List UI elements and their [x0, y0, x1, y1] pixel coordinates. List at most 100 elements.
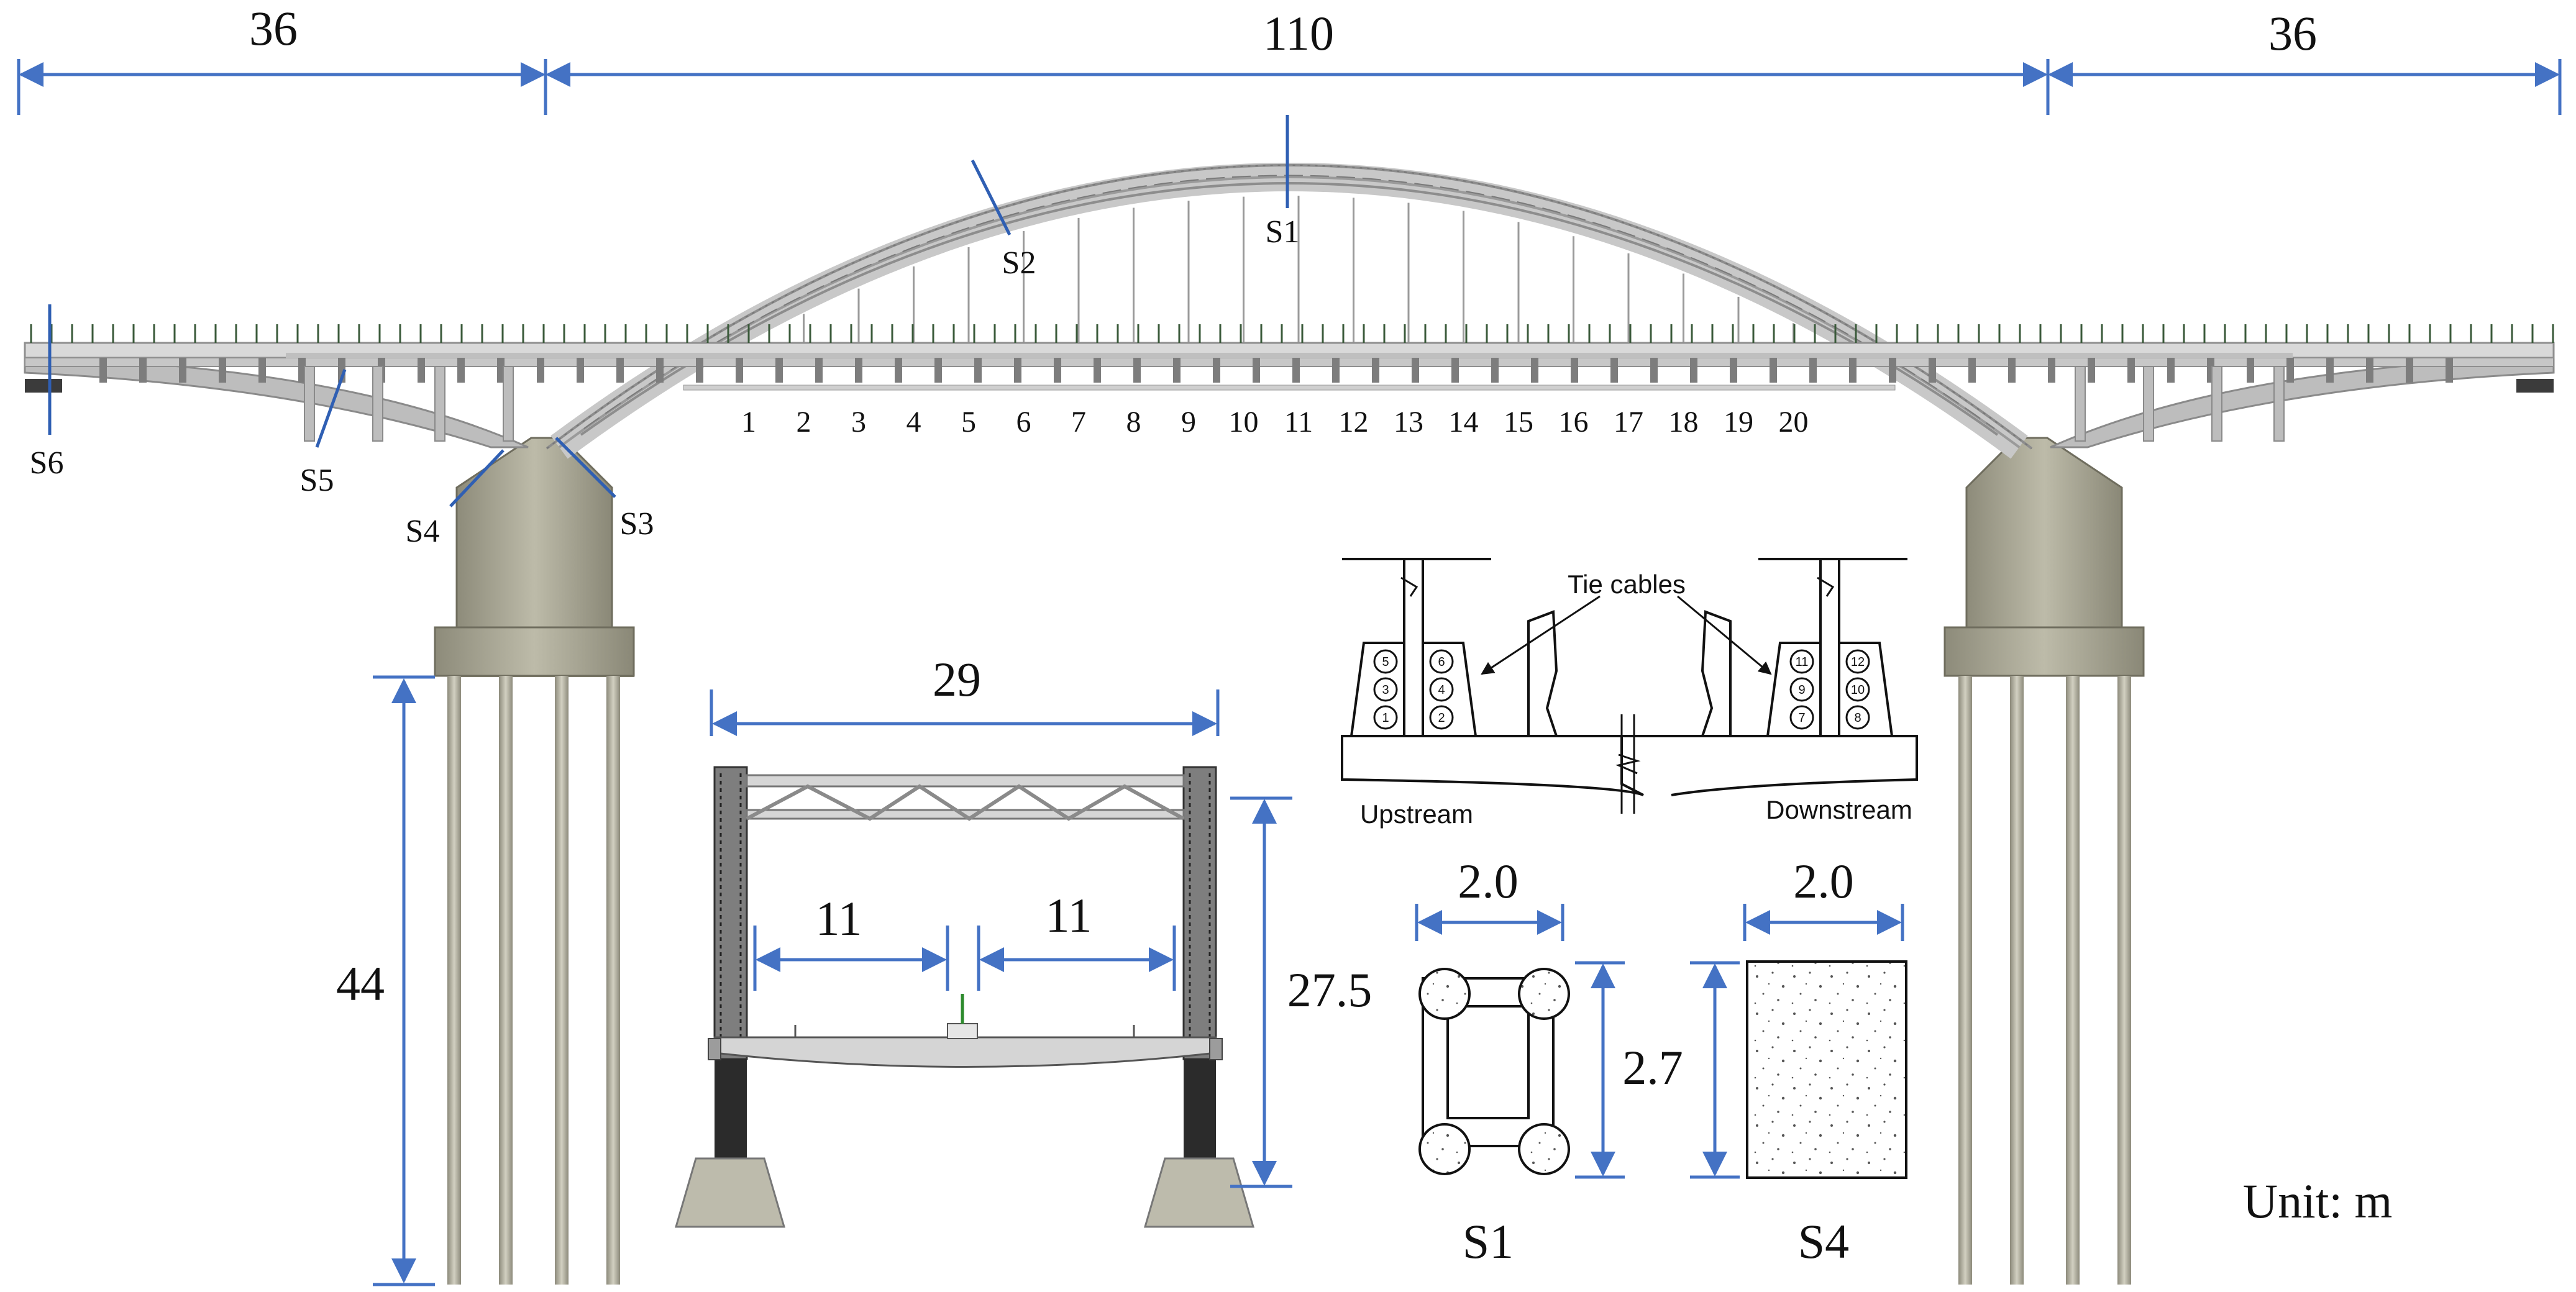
spandrel-column [434, 366, 445, 442]
dim-s1-width: 2.0 [1458, 854, 1519, 908]
dim-s4-width: 2.0 [1793, 854, 1854, 908]
deck-post [139, 358, 147, 383]
hanger-number: 10 [1229, 406, 1259, 439]
hanger-number: 9 [1181, 406, 1196, 439]
side-arches [24, 356, 2555, 448]
cable-number: 8 [1854, 711, 1861, 725]
cable-number: 10 [1851, 683, 1865, 697]
deck-post [895, 358, 902, 383]
spandrel-column [2211, 366, 2222, 442]
deck-post [1292, 358, 1300, 383]
cable-circle [1373, 649, 1398, 674]
cable-circle [1789, 677, 1814, 702]
deck-post [2048, 358, 2055, 383]
hanger-number: 4 [907, 406, 921, 439]
deck-post [1133, 358, 1141, 383]
spandrel-column [2075, 366, 2086, 442]
s4-section-label: S4 [1798, 1214, 1849, 1268]
hanger-number: 17 [1614, 406, 1643, 439]
deck-post [1571, 358, 1578, 383]
cable-circle [1845, 649, 1870, 674]
hanger-number: 15 [1504, 406, 1533, 439]
deck-post [1849, 358, 1857, 383]
deck-post [2088, 358, 2095, 383]
left-pier [434, 437, 635, 1285]
cable-circle [1429, 705, 1454, 730]
cable-number: 4 [1438, 683, 1445, 697]
dim-span-left: 36 [249, 1, 298, 55]
pile-dimension: 44 [336, 675, 435, 1286]
deck-post [1014, 358, 1021, 383]
unit-label: Unit: m [2243, 1174, 2393, 1228]
deck-post [219, 358, 226, 383]
s4-section: 2.0 S4 [1690, 854, 1907, 1268]
cable-circle [1429, 649, 1454, 674]
cable-circle [1789, 649, 1814, 674]
deck-post [1770, 358, 1777, 383]
hanger-number: 7 [1071, 406, 1086, 439]
deck-post [1730, 358, 1737, 383]
dim-s1-height: 2.7 [1622, 1040, 1683, 1094]
label-s3: S3 [620, 506, 654, 542]
hanger-number: 19 [1724, 406, 1753, 439]
label-s1: S1 [1266, 214, 1300, 250]
label-s4: S4 [406, 514, 440, 549]
cable-circle [1789, 705, 1814, 730]
deck-post [1372, 358, 1379, 383]
deck-post [537, 358, 544, 383]
deck-post [2326, 358, 2334, 383]
label-s6: S6 [30, 445, 64, 481]
tie-cables-label: Tie cables [1568, 570, 1686, 599]
deck-post [2446, 358, 2453, 383]
deck-post [1610, 358, 1618, 383]
cable-number: 2 [1438, 711, 1445, 725]
deck-post [1968, 358, 1976, 383]
cable-circle [1845, 677, 1870, 702]
deck-post [1213, 358, 1220, 383]
deck-post [1332, 358, 1340, 383]
deck-post [99, 358, 107, 383]
deck-post [1531, 358, 1538, 383]
deck-post [2008, 358, 2016, 383]
deck-post [1929, 358, 1936, 383]
deck-post [258, 358, 266, 383]
deck-post [1650, 358, 1658, 383]
cable-circle [1429, 677, 1454, 702]
hanger-number: 20 [1779, 406, 1809, 439]
cable-number: 11 [1796, 655, 1809, 669]
spandrel-column [372, 366, 383, 442]
deck-post [1094, 358, 1101, 383]
downstream-label: Downstream [1766, 795, 1912, 824]
spandrel-column [2273, 366, 2285, 442]
deck-post [1451, 358, 1459, 383]
cable-circle [1845, 705, 1870, 730]
s1-section-label: S1 [1463, 1214, 1514, 1268]
deck-post [855, 358, 862, 383]
deck-post [2366, 358, 2373, 383]
hanger-number: 1 [741, 406, 756, 439]
deck-post [1173, 358, 1181, 383]
dim-pile-height: 44 [336, 957, 385, 1011]
deck-post [1690, 358, 1697, 383]
main-arch [546, 163, 2033, 459]
cable-number: 5 [1382, 655, 1389, 669]
deck-post [775, 358, 783, 383]
dim-lane-right: 11 [1045, 888, 1092, 942]
deck-post [2167, 358, 2175, 383]
cable-number: 9 [1798, 683, 1805, 697]
top-dimensions: 36 110 36 [17, 1, 2562, 115]
label-s2: S2 [1002, 245, 1036, 281]
hanger-number: 16 [1559, 406, 1589, 439]
deck-post [696, 358, 703, 383]
deck-post [974, 358, 982, 383]
deck-post [1054, 358, 1061, 383]
dim-lane-left: 11 [815, 891, 862, 945]
deck-post [2406, 358, 2413, 383]
deck-post [2286, 358, 2294, 383]
dim-span-right: 36 [2268, 6, 2317, 60]
cable-number: 6 [1438, 655, 1445, 669]
deck-post [815, 358, 823, 383]
